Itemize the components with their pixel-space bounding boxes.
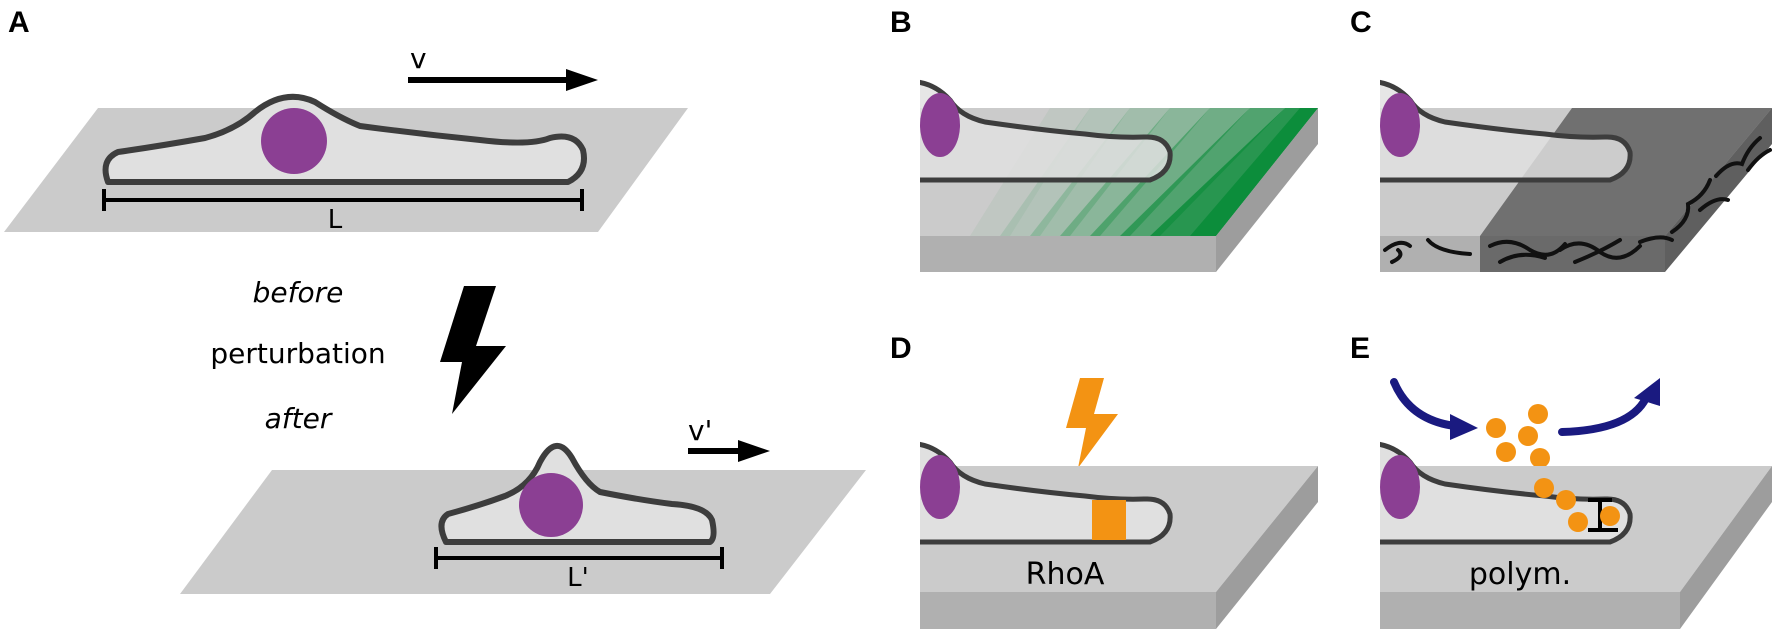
length-label-before: L bbox=[328, 205, 343, 235]
panel-a: A v L before perturbation after bbox=[4, 6, 866, 594]
cell-before bbox=[102, 93, 587, 185]
panel-e: E bbox=[1350, 332, 1772, 629]
velocity-arrow-after bbox=[688, 440, 770, 462]
panel-label-c: C bbox=[1350, 6, 1372, 39]
substrate-front-b bbox=[920, 236, 1216, 272]
velocity-arrow-before bbox=[408, 69, 598, 91]
flow-arrow-in bbox=[1390, 378, 1478, 440]
panel-label-d: D bbox=[890, 332, 912, 365]
nucleus-after bbox=[519, 473, 583, 537]
matrix-fibers bbox=[1383, 136, 1772, 264]
actin-monomers-inside bbox=[1534, 478, 1620, 532]
polymerization-bar bbox=[1588, 498, 1618, 532]
substrate-side-e bbox=[1680, 466, 1772, 629]
panel-c: C bbox=[1350, 6, 1772, 272]
panel-label-b: B bbox=[890, 6, 912, 39]
lightning-bolt-icon bbox=[440, 286, 506, 414]
substrate-front-d bbox=[920, 592, 1216, 629]
length-label-after: L' bbox=[567, 563, 589, 593]
nucleus-d bbox=[920, 455, 960, 519]
actin-monomers bbox=[1486, 404, 1550, 468]
substrate-side-c bbox=[1665, 108, 1772, 272]
substrate-side-b bbox=[1216, 108, 1318, 272]
rhoa-label: RhoA bbox=[1026, 557, 1105, 592]
nucleus-b bbox=[920, 93, 960, 157]
nucleus-before bbox=[261, 108, 327, 174]
panel-label-a: A bbox=[8, 6, 30, 39]
polymerization-label: polym. bbox=[1469, 557, 1571, 592]
velocity-label-after: v' bbox=[688, 414, 712, 447]
flow-arrow-out bbox=[1558, 378, 1660, 436]
text-perturbation: perturbation bbox=[210, 337, 385, 370]
text-before: before bbox=[253, 276, 344, 309]
lightning-bolt-orange-icon bbox=[1066, 378, 1118, 468]
panel-d: D RhoA bbox=[890, 332, 1318, 629]
nucleus-c bbox=[1380, 93, 1420, 157]
length-bar-before bbox=[102, 189, 584, 211]
panel-label-e: E bbox=[1350, 332, 1370, 365]
substrate-side-d bbox=[1216, 466, 1318, 629]
length-bar-after bbox=[434, 547, 724, 569]
panel-b: B bbox=[890, 6, 1318, 272]
substrate-front-e bbox=[1380, 592, 1680, 629]
nucleus-e bbox=[1380, 455, 1420, 519]
text-after: after bbox=[265, 402, 333, 435]
velocity-label-before: v bbox=[410, 42, 427, 75]
rhoa-activation-region bbox=[1092, 500, 1126, 540]
